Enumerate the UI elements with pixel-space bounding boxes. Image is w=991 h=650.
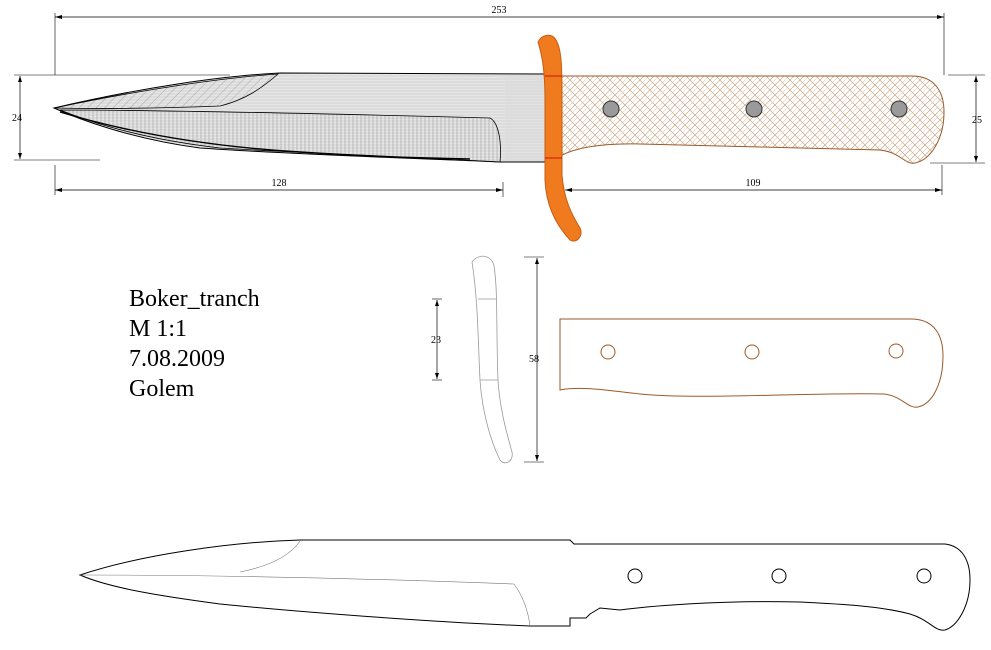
handle-height-dimension: 25 [930,74,985,164]
blade-length-label: 128 [272,178,287,189]
drawing-scale: M 1:1 [129,316,188,342]
handle-rendered [559,75,945,164]
handle-length-label: 109 [746,178,761,189]
guard-width-dimension: 23 [431,298,442,381]
guard-height-label: 58 [529,354,539,365]
top-knife-view: 253 24 25 128 [12,5,985,242]
blade-height-label: 24 [12,113,22,124]
blade-height-dimension: 24 [12,74,230,161]
overall-length-label: 253 [492,5,507,16]
handle-pin-2 [745,100,763,118]
drawing-author: Golem [129,376,195,402]
handle-scale-outline [559,318,944,408]
scale-pin-hole-2 [744,344,760,360]
handle-pin-3 [890,100,908,118]
drawing-date: 7.08.2009 [129,346,225,372]
handle-pin-1 [602,100,620,118]
blade-rendered [52,72,549,163]
drawing-name: Boker_tranch [129,286,260,312]
guard-rendered [537,34,582,242]
handle-length-dimension: 109 [565,165,943,195]
tang-pin-hole-2 [771,568,787,584]
title-block: Boker_tranch M 1:1 7.08.2009 Golem [129,284,260,404]
overall-length-dimension: 253 [54,5,945,75]
tang-pin-hole-1 [627,568,643,584]
tang-pin-hole-3 [916,568,932,584]
blade-length-dimension: 128 [54,165,504,197]
handle-height-label: 25 [972,115,982,126]
scale-pin-hole-1 [600,344,616,360]
full-tang-outline [78,539,971,631]
guard-profile-view: 23 58 [431,255,544,464]
guard-height-dimension: 58 [524,256,544,463]
scale-pin-hole-3 [888,343,904,359]
guard-width-label: 23 [431,335,441,346]
